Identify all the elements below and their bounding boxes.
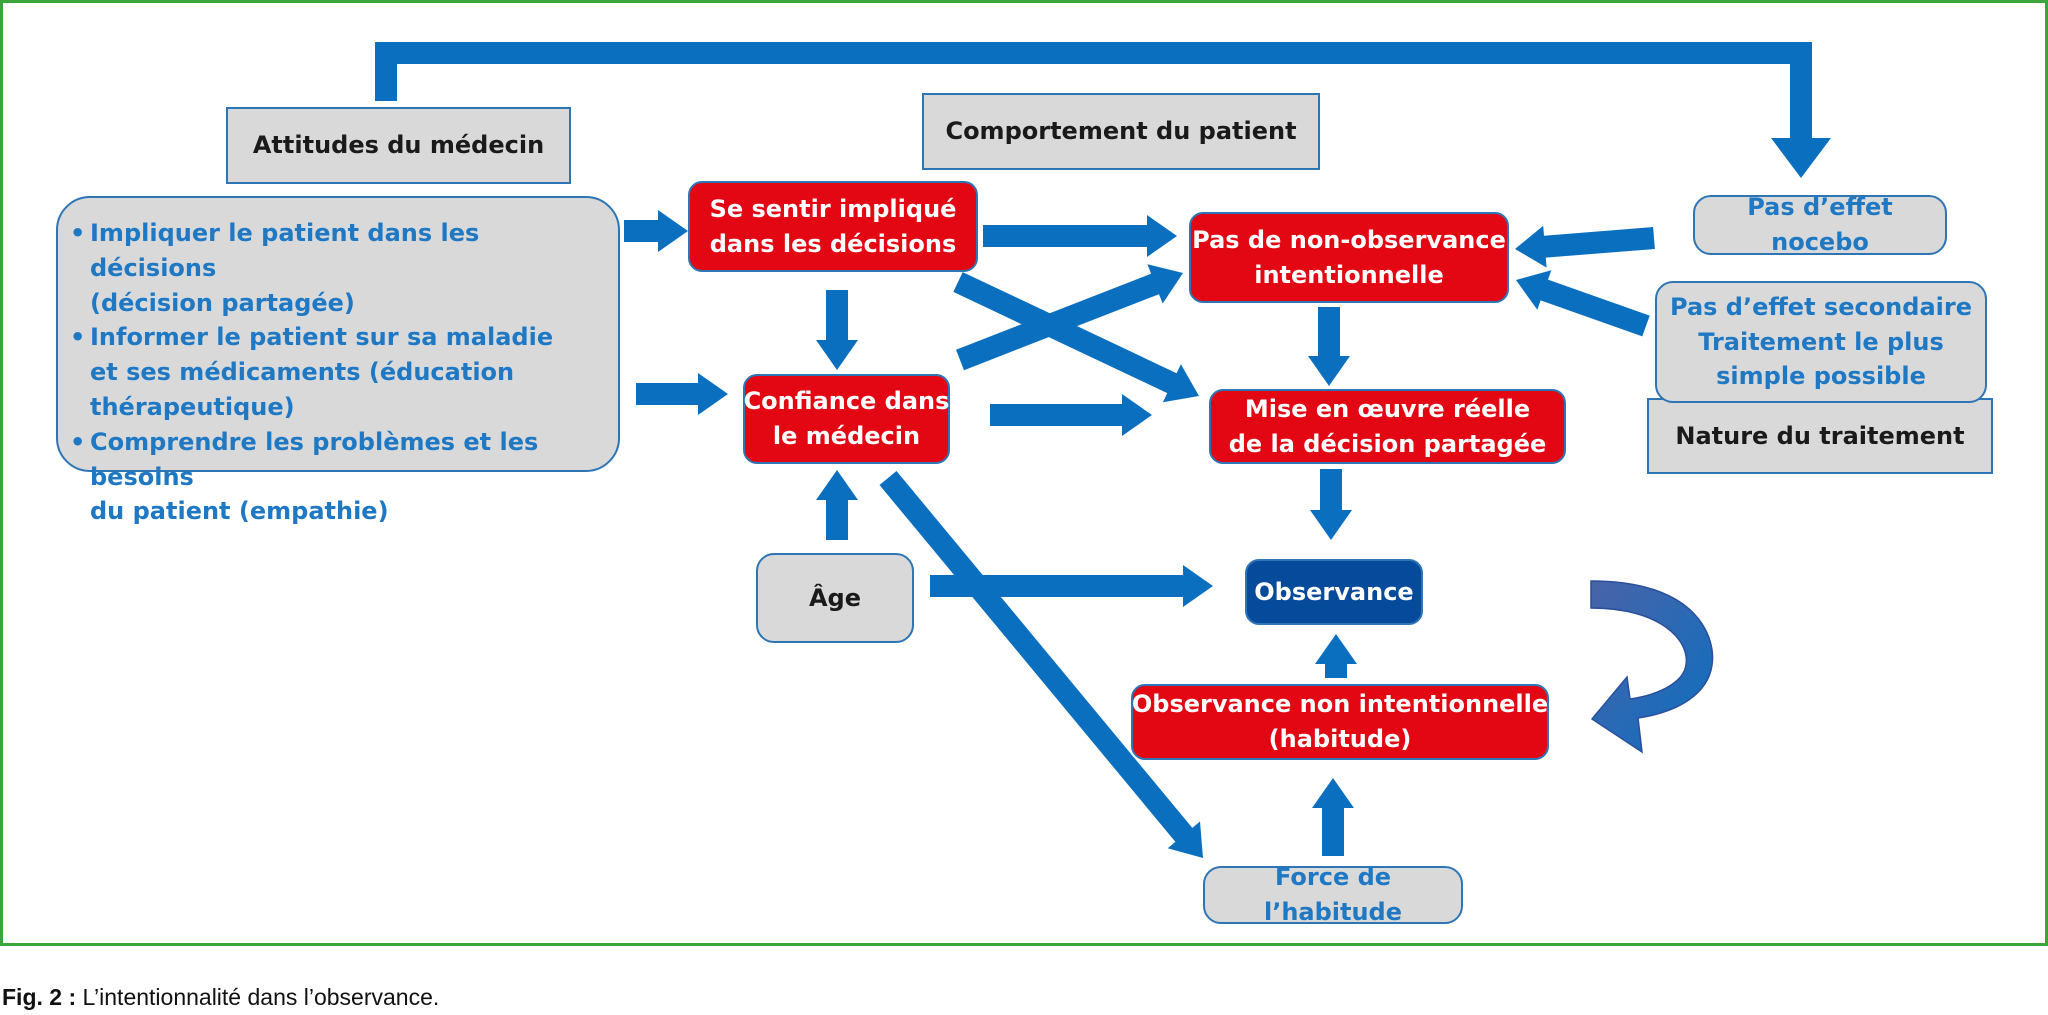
node-line: Traitement le plus xyxy=(1698,327,1944,356)
implique-to-non-observance-arrow xyxy=(983,215,1177,257)
node-pas-de-non-observance: Pas de non-observance intentionnelle xyxy=(1189,212,1509,303)
node-line: Pas d’effet secondaire xyxy=(1670,292,1972,321)
age-to-confiance-arrow xyxy=(816,470,858,540)
bullet-icon: • xyxy=(70,427,86,456)
implique-to-confiance-arrow xyxy=(816,290,858,370)
non-observance-to-mise-en-oeuvre-arrow xyxy=(1308,307,1350,386)
habit-curve-arrow xyxy=(1590,580,1714,754)
attitude-item: • Impliquer le patient dans les décision… xyxy=(70,216,608,320)
node-age: Âge xyxy=(756,553,914,643)
node-line: (habitude) xyxy=(1268,725,1412,753)
caption-label: Fig. 2 : xyxy=(2,984,77,1010)
habitude-to-non-intentionnelle-arrow xyxy=(1312,778,1354,856)
attitudes-list: • Impliquer le patient dans les décision… xyxy=(56,196,620,525)
nature-traitement-header: Nature du traitement xyxy=(1647,398,1993,474)
attitude-item-text: Informer le patient sur sa maladie et se… xyxy=(90,323,554,421)
figure-frame xyxy=(0,0,2048,946)
node-pas-effet-nocebo: Pas d’effet nocebo xyxy=(1693,193,1947,256)
nature-traitement-label: Nature du traitement xyxy=(1675,421,1965,450)
mise-en-oeuvre-to-observance-arrow xyxy=(1310,469,1352,540)
implique-to-mise-en-oeuvre-arrow xyxy=(953,272,1199,403)
node-line: dans les décisions xyxy=(709,229,957,258)
confiance-to-mise-en-oeuvre-arrow xyxy=(990,394,1152,436)
secondaire-to-non-observance-arrow xyxy=(1516,270,1650,337)
feedback-loop-arrow xyxy=(375,42,1831,178)
comportement-header: Comportement du patient xyxy=(922,93,1320,170)
node-line: Observance xyxy=(1254,577,1414,606)
node-force-habitude: Force de l’habitude xyxy=(1203,863,1463,926)
attitudes-header: Attitudes du médecin xyxy=(226,107,571,184)
node-line: Âge xyxy=(808,583,862,612)
caption-text: L’intentionnalité dans l’observance. xyxy=(76,984,440,1010)
node-observance-non-intentionnelle: Observance non intentionnelle (habitude) xyxy=(1131,684,1549,760)
node-pas-effet-secondaire: Pas d’effet secondaire Traitement le plu… xyxy=(1655,281,1987,403)
node-se-sentir-implique: Se sentir impliqué dans les décisions xyxy=(688,181,978,272)
node-line: intentionnelle xyxy=(1254,260,1444,289)
bullet-icon: • xyxy=(70,323,86,352)
figure-caption: Fig. 2 : L’intentionnalité dans l’observ… xyxy=(2,984,439,1011)
attitudes-to-confiance-arrow xyxy=(636,373,728,415)
node-line: Mise en œuvre réelle xyxy=(1244,394,1531,423)
arrows-layer xyxy=(375,42,1831,858)
node-mise-en-oeuvre: Mise en œuvre réelle de la décision part… xyxy=(1209,389,1566,464)
bullet-icon: • xyxy=(70,219,86,247)
node-line: Pas d’effet nocebo xyxy=(1747,193,1893,256)
node-line: Observance non intentionnelle xyxy=(1131,690,1549,719)
node-line: Se sentir impliqué xyxy=(709,194,957,223)
node-line: Confiance dans xyxy=(743,387,950,416)
node-line: simple possible xyxy=(1716,362,1926,391)
nocebo-to-non-observance-arrow xyxy=(1515,225,1655,268)
attitude-item: • Comprendre les problèmes et les besoin… xyxy=(70,425,608,529)
attitude-item-text: Impliquer le patient dans les décisions … xyxy=(90,219,480,317)
comportement-header-label: Comportement du patient xyxy=(945,117,1297,146)
confiance-to-non-observance-arrow xyxy=(956,264,1183,371)
confiance-to-force-habitude-arrow xyxy=(879,471,1203,858)
attitude-item: • Informer le patient sur sa maladie et … xyxy=(70,320,608,424)
attitudes-to-implique-arrow xyxy=(624,210,688,252)
non-intentionnelle-to-observance-arrow xyxy=(1315,634,1357,678)
node-line: le médecin xyxy=(772,422,921,450)
node-line: Pas de non-observance xyxy=(1192,225,1506,254)
node-confiance: Confiance dans le médecin xyxy=(743,374,950,464)
attitude-item-text: Comprendre les problèmes et les besoins … xyxy=(90,427,539,526)
age-to-observance-arrow xyxy=(930,565,1213,607)
node-line: Force de l’habitude xyxy=(1263,863,1403,926)
node-observance: Observance xyxy=(1245,559,1423,625)
attitudes-header-label: Attitudes du médecin xyxy=(252,131,545,160)
node-line: de la décision partagée xyxy=(1228,429,1547,458)
